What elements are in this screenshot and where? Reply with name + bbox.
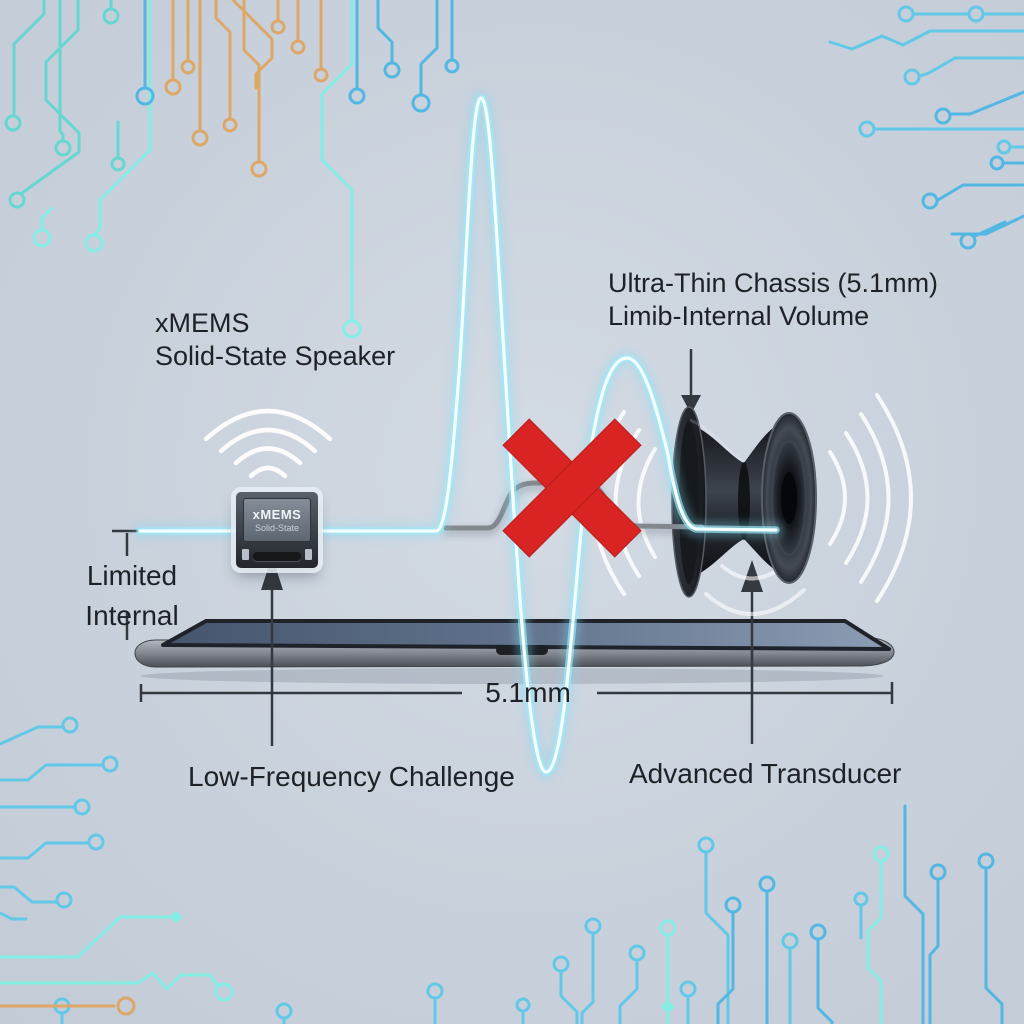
red-x-icon — [502, 418, 642, 558]
chip-slot — [253, 552, 301, 561]
label-ultra-thin-chassis-line2: Limib-Internal Volume — [608, 301, 870, 331]
xmems-chip: xMEMS Solid-State — [236, 492, 318, 568]
label-limited-internal: Limited Internal — [62, 556, 202, 636]
circuit-traces-top-left — [4, 0, 460, 339]
xmems-chip-face: xMEMS Solid-State — [243, 498, 311, 542]
label-xmems-speaker: xMEMS Solid-State Speaker — [155, 307, 395, 373]
label-limited-internal-line1: Limited — [86, 560, 178, 591]
label-limited-internal-line2: Internal — [85, 600, 179, 631]
chip-label-subtitle: Solid-State — [254, 523, 300, 533]
label-xmems-speaker-line1: xMEMS — [155, 308, 250, 338]
label-low-frequency-challenge: Low-Frequency Challenge — [188, 761, 515, 792]
label-ultra-thin-chassis: Ultra-Thin Chassis (5.1mm) Limib-Interna… — [608, 267, 938, 333]
dimension-line-5mm — [139, 682, 894, 704]
arrow-advanced-transducer — [741, 560, 763, 744]
sound-waves-icon-chip — [203, 408, 333, 479]
circuit-traces-bottom-left — [0, 716, 362, 1024]
label-dimension-5-1mm: 5.1mm — [485, 677, 571, 708]
chip-pin — [305, 549, 312, 560]
circuit-traces-bottom-right — [426, 804, 1004, 1024]
label-xmems-speaker-line2: Solid-State Speaker — [155, 341, 396, 371]
arrow-ultra-thin — [681, 349, 701, 414]
circuit-traces-top-right — [828, 5, 1024, 250]
arrow-low-frequency — [261, 556, 283, 746]
chip-pin — [242, 549, 249, 560]
label-ultra-thin-chassis-line1: Ultra-Thin Chassis (5.1mm) — [608, 268, 939, 298]
label-advanced-transducer: Advanced Transducer — [629, 758, 902, 789]
speaker-driver-illustration — [671, 406, 817, 598]
chip-label-title: xMEMS — [252, 507, 302, 522]
